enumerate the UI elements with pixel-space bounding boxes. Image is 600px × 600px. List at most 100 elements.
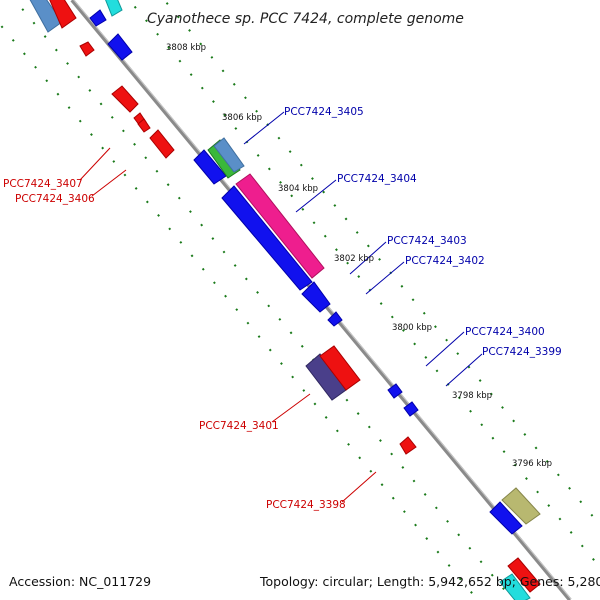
tick-label: 3806 kbp: [222, 113, 262, 123]
guide-dot: [447, 564, 451, 567]
gene-block[interactable]: [107, 33, 133, 61]
accession-text: Accession: NC_011729: [9, 574, 151, 589]
guide-dot: [390, 452, 394, 456]
gene-block[interactable]: [501, 487, 541, 525]
gene-label[interactable]: PCC7424_3402: [405, 255, 485, 267]
gene-label[interactable]: PCC7424_3404: [337, 173, 417, 185]
gene-block[interactable]: [149, 129, 175, 159]
guide-dot: [168, 227, 172, 231]
guide-dot: [434, 506, 438, 510]
gene-label[interactable]: PCC7424_3403: [387, 235, 467, 247]
reverse-strand-genes: [29, 0, 541, 593]
guide-dot: [379, 439, 382, 442]
gene-block[interactable]: [137, 118, 151, 133]
guide-dot: [56, 92, 60, 96]
guide-dot: [110, 115, 114, 119]
gene-block[interactable]: [213, 137, 245, 173]
guide-dot: [402, 329, 405, 332]
guide-dot: [200, 86, 204, 90]
gene-block[interactable]: [221, 185, 313, 291]
gene-block[interactable]: [499, 573, 531, 600]
guide-dot: [288, 150, 292, 154]
gene-block[interactable]: [89, 9, 107, 27]
gene-block[interactable]: [301, 281, 331, 313]
guide-dot: [244, 277, 248, 281]
guide-dot: [425, 537, 429, 541]
leader-line: [341, 471, 377, 503]
genome-title: Cyanothece sp. PCC 7424, complete genome: [147, 11, 464, 27]
tick-label: 3802 kbp: [334, 254, 374, 264]
guide-dot: [176, 15, 180, 19]
guide-dot: [67, 106, 71, 110]
gene-block[interactable]: [507, 557, 541, 593]
guide-dot: [66, 62, 69, 65]
guide-dot: [223, 113, 227, 117]
leader-line: [79, 147, 111, 181]
gene-label[interactable]: PCC7424_3406: [15, 193, 95, 205]
topology-text: Topology: circular; Length: 5,942,652 bp…: [259, 574, 600, 589]
guide-dot: [346, 261, 349, 265]
guide-dot: [77, 75, 81, 79]
guide-dot: [277, 136, 281, 140]
guide-dot: [479, 560, 483, 564]
guide-dot: [457, 533, 461, 537]
gene-label[interactable]: PCC7424_3398: [266, 499, 346, 511]
guide-dot: [34, 65, 37, 69]
guide-dot: [556, 473, 560, 477]
gene-label[interactable]: PCC7424_3405: [284, 106, 364, 118]
guide-dot: [357, 275, 361, 279]
guide-dot: [267, 167, 271, 171]
leader-line: [445, 353, 483, 387]
guide-dot: [400, 284, 404, 288]
guide-dot: [411, 298, 415, 302]
guide-dot: [470, 591, 473, 594]
guide-dot: [458, 577, 462, 581]
guide-dot: [478, 379, 482, 382]
gene-block[interactable]: [403, 401, 419, 417]
guide-dot: [434, 325, 437, 329]
gene-block[interactable]: [327, 311, 343, 327]
gene-label[interactable]: PCC7424_3400: [465, 326, 545, 338]
gene-block[interactable]: [48, 0, 77, 29]
guide-dot: [413, 342, 417, 346]
gene-block[interactable]: [104, 0, 123, 17]
leader-line: [349, 241, 387, 275]
gene-block[interactable]: [79, 41, 95, 57]
guide-dot: [291, 375, 295, 379]
guide-dot: [302, 389, 306, 392]
guide-dot: [502, 450, 506, 454]
gene-labels: PCC7424_3405 PCC7424_3404 PCC7424_3403 P…: [3, 106, 562, 511]
guide-dot: [558, 517, 562, 521]
guide-dot: [457, 396, 461, 400]
guide-dot: [156, 32, 159, 36]
dotted-guide-tracks: [0, 2, 595, 594]
guide-dot: [32, 21, 36, 25]
gene-block[interactable]: [399, 436, 417, 455]
guide-dot: [512, 419, 516, 423]
gene-block[interactable]: [387, 383, 403, 399]
guide-dot: [256, 290, 259, 294]
guide-dot: [414, 523, 417, 527]
guide-dot: [11, 38, 15, 42]
gene-label[interactable]: PCC7424_3401: [199, 420, 279, 432]
guide-dot: [456, 352, 460, 356]
guide-dot: [189, 210, 192, 214]
gene-block[interactable]: [319, 345, 361, 391]
guide-dot: [333, 204, 337, 207]
gene-label[interactable]: PCC7424_3399: [482, 346, 562, 358]
guide-dot: [525, 477, 528, 481]
guide-dot: [88, 89, 92, 92]
guide-dot: [188, 29, 191, 32]
guide-dot: [323, 234, 327, 238]
gene-block[interactable]: [489, 501, 523, 535]
guide-dot: [257, 335, 261, 338]
guide-dot: [211, 237, 215, 240]
guide-dot: [167, 46, 171, 50]
gene-block[interactable]: [235, 173, 325, 279]
guide-dot: [569, 531, 573, 534]
guide-dot: [134, 187, 138, 190]
guide-dot: [523, 433, 527, 436]
gene-block[interactable]: [111, 85, 139, 113]
gene-label[interactable]: PCC7424_3407: [3, 178, 83, 190]
guide-dot: [345, 398, 349, 402]
